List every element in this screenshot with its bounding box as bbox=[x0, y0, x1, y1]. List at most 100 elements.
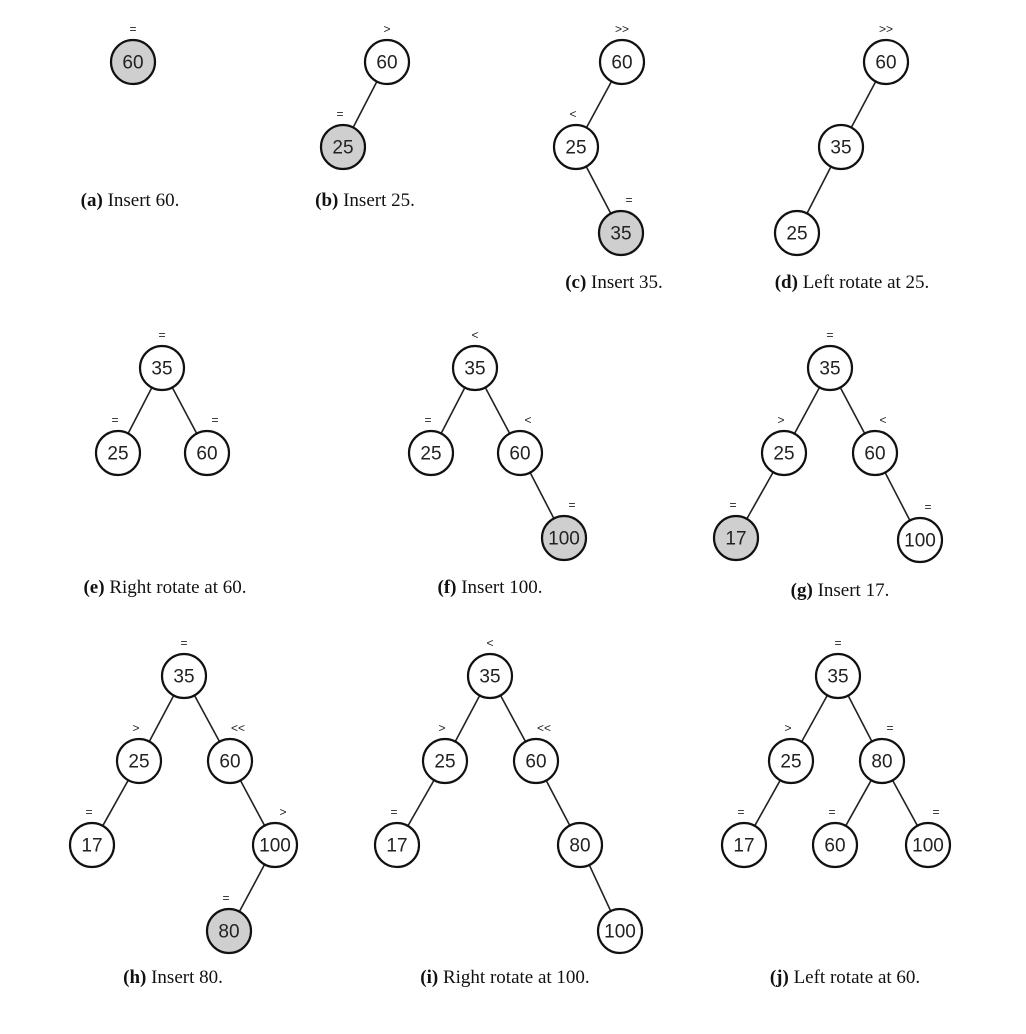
balance-marker: = bbox=[180, 636, 187, 650]
tree-edge bbox=[806, 166, 832, 214]
tree-edge bbox=[845, 779, 872, 827]
balance-marker: > bbox=[438, 721, 445, 735]
node-value: 17 bbox=[733, 836, 754, 857]
node-value: 80 bbox=[569, 836, 590, 857]
balance-marker: = bbox=[826, 328, 833, 342]
node-circle bbox=[598, 38, 646, 86]
balance-marker: = bbox=[932, 805, 939, 819]
node-value: 60 bbox=[509, 444, 530, 465]
tree-node: 17 bbox=[720, 821, 768, 869]
caption-text: Insert 17. bbox=[818, 580, 890, 601]
panel-h: 35=25>60<<17=100>80=(h) Insert 80. bbox=[68, 636, 299, 988]
balance-marker: > bbox=[132, 721, 139, 735]
tree-node: 60 bbox=[363, 38, 411, 86]
tree-node: 17 bbox=[68, 821, 116, 869]
tree-edge bbox=[891, 779, 919, 827]
node-circle bbox=[496, 429, 544, 477]
node-circle bbox=[407, 429, 455, 477]
tree-edge bbox=[585, 166, 612, 214]
panel-caption: (j) Left rotate at 60. bbox=[770, 967, 920, 988]
inserted-node-circle bbox=[109, 38, 157, 86]
panel-f: 35<25=60<100=(f) Insert 100. bbox=[407, 328, 588, 598]
tree-node: 100 bbox=[896, 516, 944, 564]
tree-node: 60 bbox=[109, 38, 157, 86]
panel-caption: (a) Insert 60. bbox=[81, 190, 180, 211]
balance-marker: < bbox=[569, 107, 576, 121]
node-value: 60 bbox=[875, 53, 896, 74]
inserted-node-circle bbox=[597, 209, 645, 257]
caption-label: (a) bbox=[81, 190, 108, 211]
tree-edge bbox=[847, 695, 873, 742]
balance-marker: << bbox=[231, 721, 245, 735]
node-value: 25 bbox=[332, 138, 353, 159]
tree-node: 25 bbox=[421, 737, 469, 785]
node-circle bbox=[806, 344, 854, 392]
balance-marker: > bbox=[777, 413, 784, 427]
node-value: 35 bbox=[827, 667, 848, 688]
balance-marker: > bbox=[383, 22, 390, 36]
balance-marker: = bbox=[129, 22, 136, 36]
balance-marker: = bbox=[390, 805, 397, 819]
tree-node: 100 bbox=[251, 821, 299, 869]
node-circle bbox=[851, 429, 899, 477]
tree-edge bbox=[171, 387, 198, 434]
panel-g: 35=25>60<17=100=(g) Insert 17. bbox=[712, 328, 944, 601]
balance-marker: = bbox=[211, 413, 218, 427]
caption-text: Left rotate at 60. bbox=[794, 967, 921, 988]
tree-node: 80 bbox=[858, 737, 906, 785]
node-value: 100 bbox=[259, 836, 291, 857]
tree-edge bbox=[352, 81, 378, 128]
tree-edge bbox=[793, 386, 821, 435]
balance-marker: = bbox=[336, 107, 343, 121]
node-circle bbox=[466, 652, 514, 700]
tree-edge bbox=[884, 472, 911, 521]
panel-caption: (h) Insert 80. bbox=[123, 967, 223, 988]
node-value: 100 bbox=[904, 531, 936, 552]
node-circle bbox=[512, 737, 560, 785]
tree-edge bbox=[800, 694, 829, 743]
panel-j: 35=25>80=17=60=100=(j) Left rotate at 60… bbox=[720, 636, 952, 988]
panel-caption: (i) Right rotate at 100. bbox=[420, 967, 589, 988]
node-circle bbox=[858, 737, 906, 785]
node-circle bbox=[251, 821, 299, 869]
node-value: 35 bbox=[830, 138, 851, 159]
caption-label: (c) bbox=[565, 272, 591, 293]
panel-e: 35=25=60=(e) Right rotate at 60. bbox=[83, 328, 246, 598]
inserted-node-circle bbox=[319, 123, 367, 171]
node-value: 35 bbox=[151, 359, 172, 380]
node-circle bbox=[363, 38, 411, 86]
balance-marker: = bbox=[85, 805, 92, 819]
node-value: 60 bbox=[824, 836, 845, 857]
node-circle bbox=[451, 344, 499, 392]
caption-text: Right rotate at 100. bbox=[443, 967, 590, 988]
tree-edge bbox=[839, 387, 866, 434]
node-value: 100 bbox=[548, 529, 580, 550]
node-value: 60 bbox=[219, 752, 240, 773]
balance-marker: = bbox=[828, 805, 835, 819]
tree-edge bbox=[754, 779, 781, 827]
caption-text: Insert 25. bbox=[343, 190, 415, 211]
balance-marker: = bbox=[834, 636, 841, 650]
tree-node: 25 bbox=[760, 429, 808, 477]
balance-marker: >> bbox=[879, 22, 893, 36]
tree-node: 60 bbox=[811, 821, 859, 869]
node-circle bbox=[206, 737, 254, 785]
tree-node: 17 bbox=[373, 821, 421, 869]
tree-node: 100 bbox=[540, 514, 588, 562]
caption-label: (j) bbox=[770, 967, 794, 988]
node-value: 25 bbox=[420, 444, 441, 465]
node-circle bbox=[596, 907, 644, 955]
node-value: 25 bbox=[780, 752, 801, 773]
tree-node: 60 bbox=[496, 429, 544, 477]
tree-node: 100 bbox=[596, 907, 644, 955]
balance-marker: = bbox=[886, 721, 893, 735]
panel-caption: (c) Insert 35. bbox=[565, 272, 663, 293]
node-value: 25 bbox=[107, 444, 128, 465]
node-circle bbox=[896, 516, 944, 564]
panel-b: 60>25=(b) Insert 25. bbox=[315, 22, 415, 211]
node-circle bbox=[556, 821, 604, 869]
panel-a: 60 = (a) Insert 60. bbox=[81, 22, 180, 211]
tree-edge bbox=[407, 779, 435, 827]
node-value: 17 bbox=[725, 529, 746, 550]
